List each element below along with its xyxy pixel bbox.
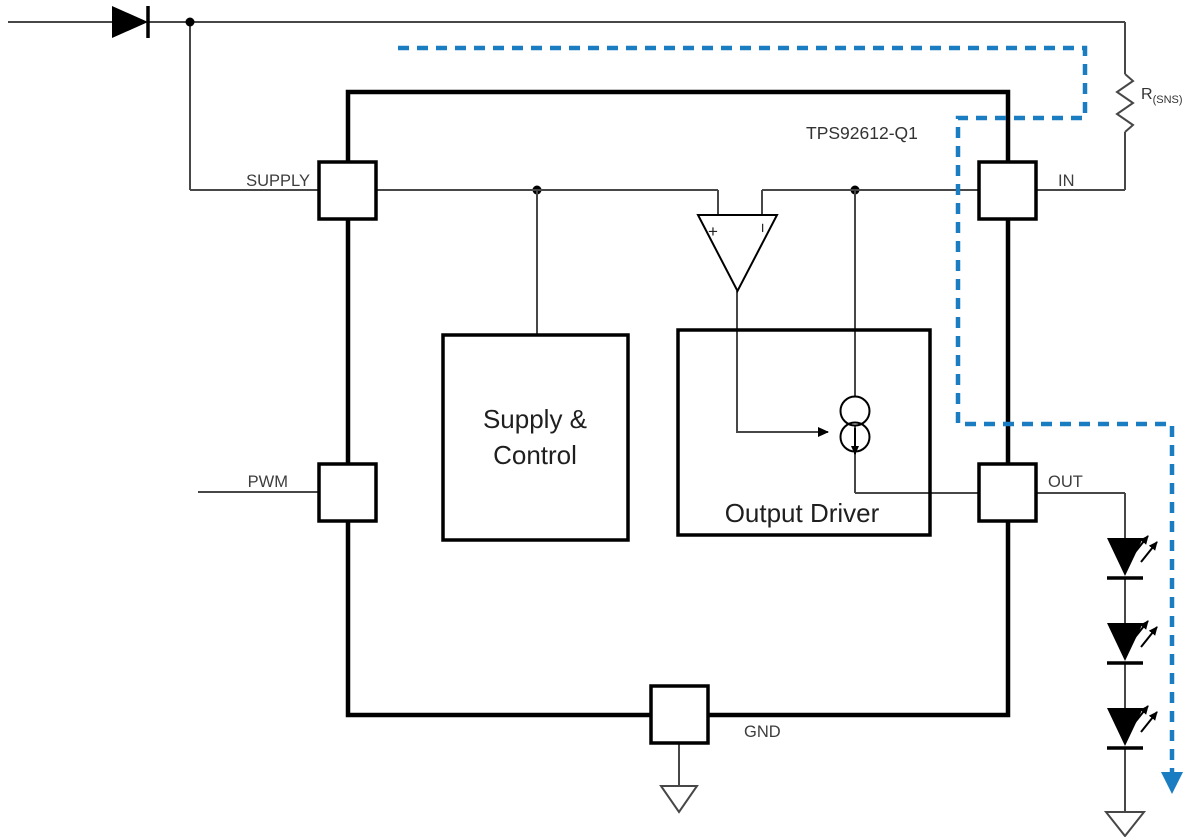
led-2-icon [1107,620,1158,665]
pin-supply [317,160,378,221]
pin-pwm [317,462,378,523]
pin-in [977,160,1038,221]
pin-label-gnd: GND [744,723,781,741]
diode-anode-triangle [112,6,148,38]
current-path-dashed [398,45,1175,774]
led-1-icon [1107,535,1158,580]
comparator: + − [696,214,779,294]
ground-symbol-icon [659,785,699,814]
wire-comp-output-arrow [736,291,829,437]
current-source-icon [839,395,871,455]
led-emission-arrow [1131,705,1149,727]
pin-out [977,462,1038,523]
supply-control-label-line1: Supply & [483,404,587,434]
supply-control-label-line2: Control [493,440,577,470]
ic-pins: SUPPLY PWM IN OUT GND [246,160,1083,745]
sense-resistor-subscript: (SNS) [1153,94,1183,106]
junction-dot [185,17,195,27]
output-driver-block: Output Driver [676,328,932,537]
ic-title: TPS92612-Q1 [806,123,918,143]
led-emission-arrow [1131,620,1149,642]
led-emission-arrow [1131,535,1149,557]
comparator-triangle-icon [696,214,779,294]
supply-control-box [441,333,630,542]
pin-label-in: IN [1058,172,1075,190]
led-ground-symbol-icon [1103,811,1147,837]
led-3-icon [1107,705,1158,750]
led-emission-arrow [1140,541,1158,563]
led-triangle [1107,538,1143,576]
sense-resistor-label: R(SNS) [1141,86,1183,106]
internal-wires [376,189,979,494]
led-triangle [1107,708,1143,746]
comparator-minus-label: − [753,223,772,233]
pin-label-out: OUT [1048,473,1083,491]
sense-resistor-icon [1115,73,1135,133]
comparator-plus-label: + [708,222,718,241]
pin-label-pwm: PWM [248,473,288,491]
input-diode-icon [112,6,150,38]
led-triangle [1107,623,1143,661]
pin-gnd [649,684,710,745]
output-driver-label: Output Driver [725,498,880,528]
current-source-circle-top [839,395,871,427]
output-driver-box [676,328,932,537]
led-emission-arrow [1140,626,1158,648]
led-string [1107,535,1158,750]
supply-control-block: Supply & Control [441,333,630,542]
led-emission-arrow [1140,711,1158,733]
pin-label-supply: SUPPLY [246,172,310,190]
external-wires [8,21,1126,812]
current-path-arrowhead-icon [1161,772,1183,794]
